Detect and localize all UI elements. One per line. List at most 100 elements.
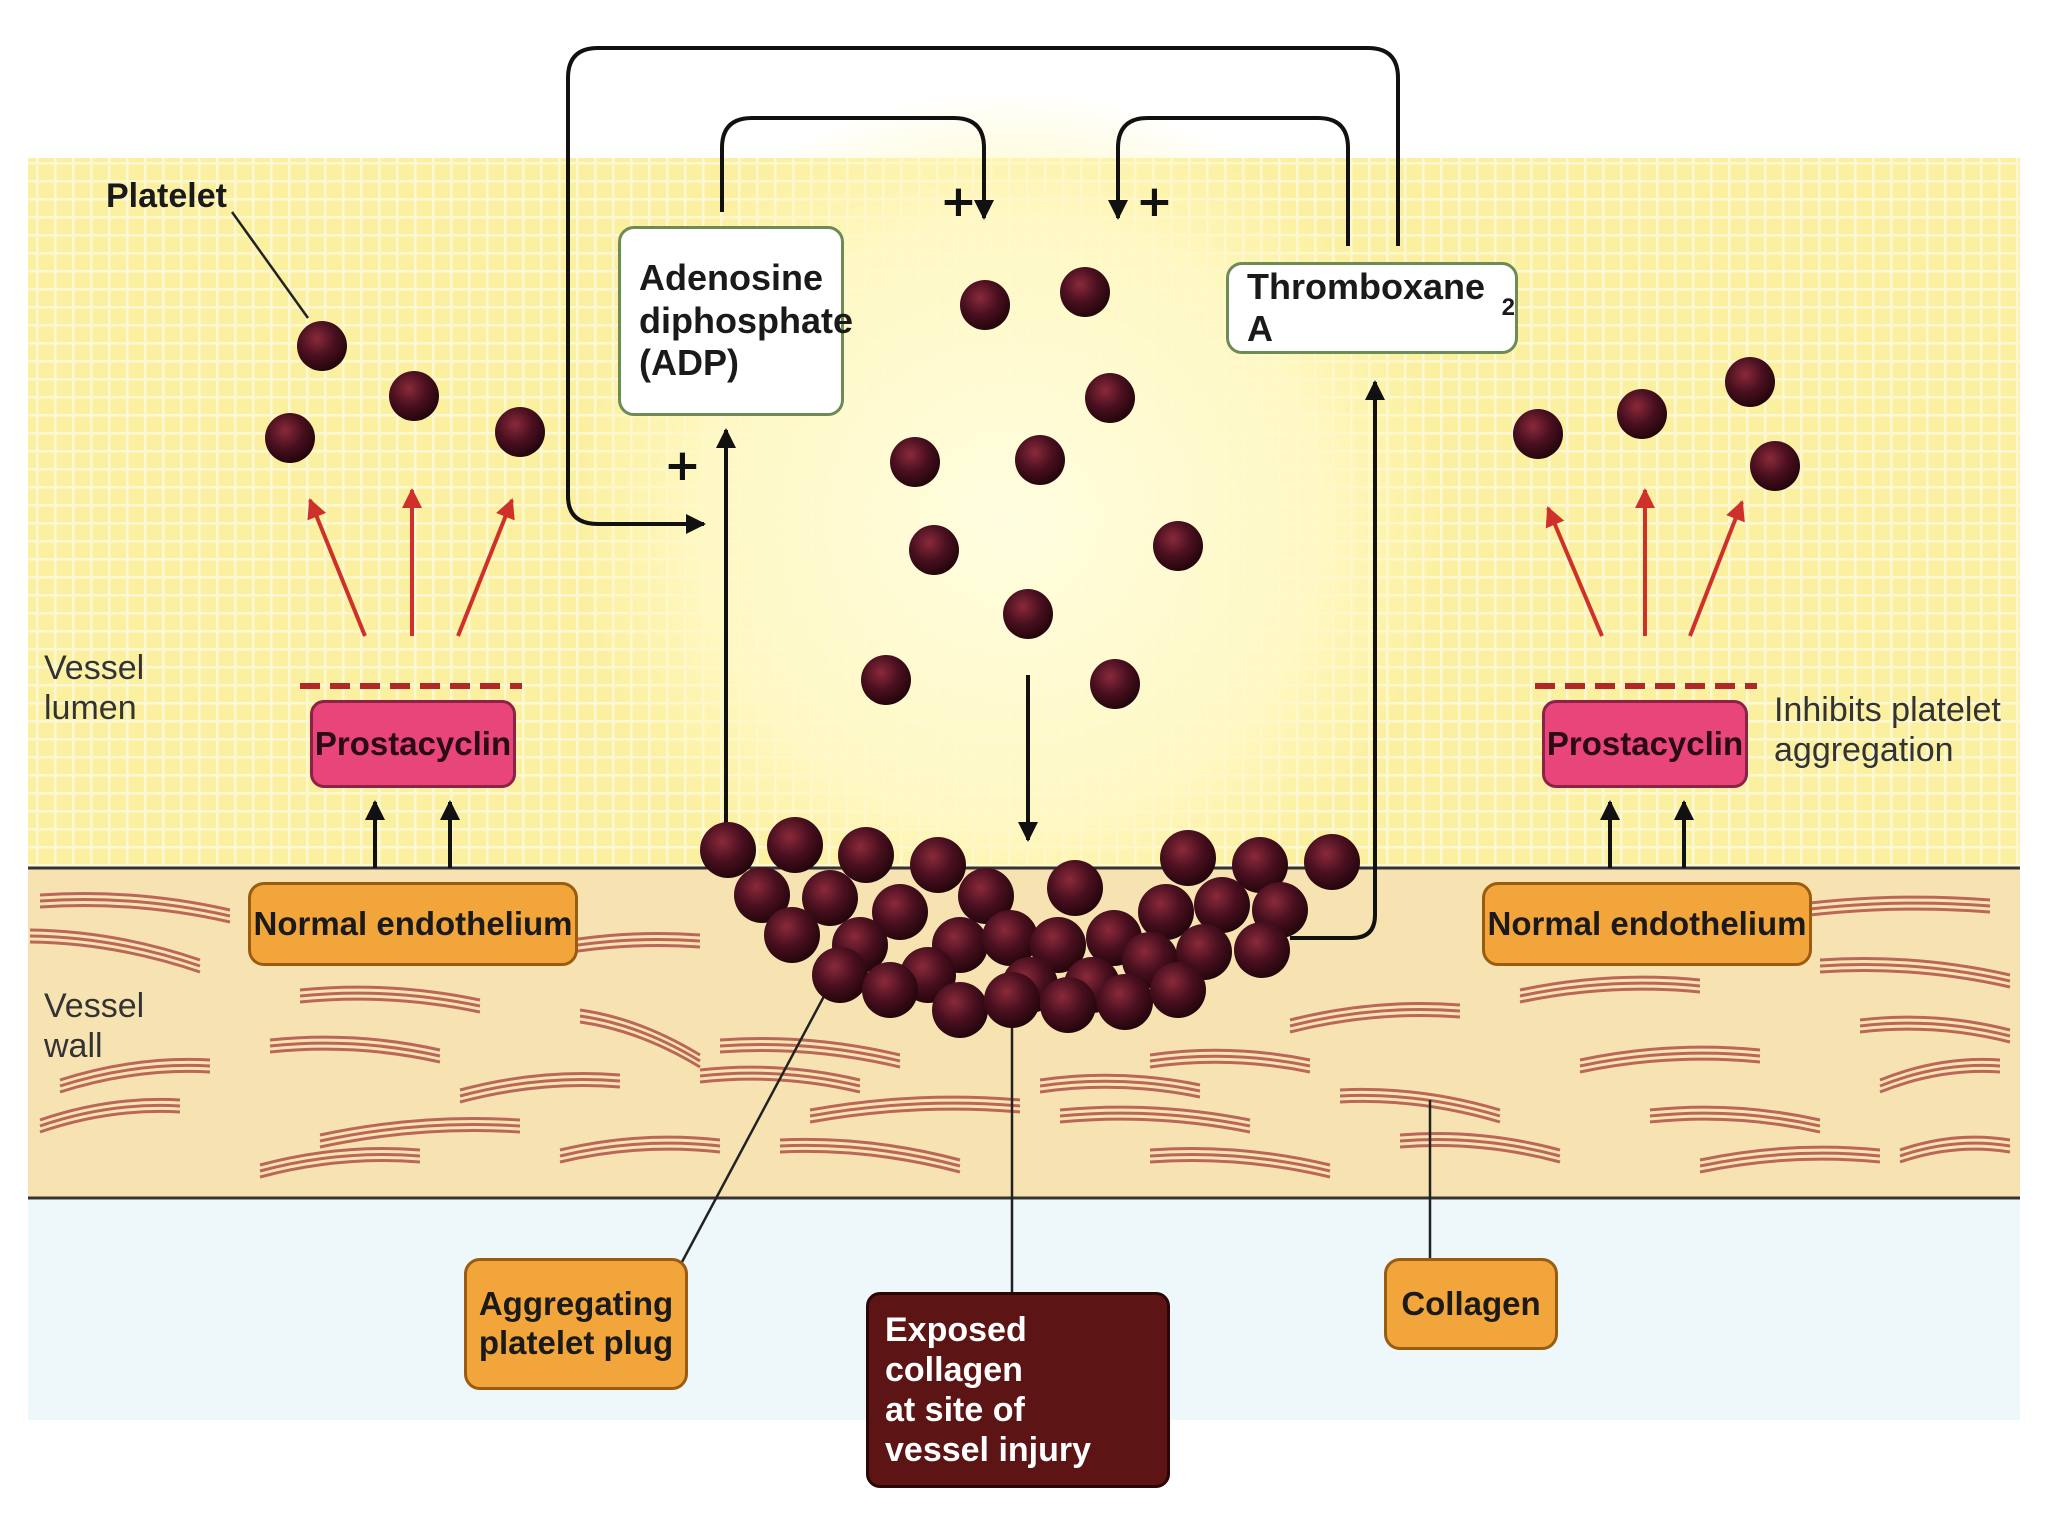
free-platelet: [1090, 659, 1140, 709]
collagen-fiber: [719, 1037, 901, 1057]
red-arrow-right-3: [1688, 500, 1745, 637]
free-platelets: [265, 267, 1800, 709]
aggregating-plug-platelets: [700, 817, 1360, 1038]
exposed-line1: Exposed collagen: [885, 1310, 1027, 1389]
red-arrow-left-3: [456, 498, 515, 637]
collagen-fiber: [1399, 1131, 1561, 1152]
plus-sign-top-right: +: [1136, 176, 1173, 227]
plug-platelet: [862, 962, 918, 1018]
prostacyclin-box-left: Prostacyclin: [310, 700, 516, 788]
collagen-fiber: [1519, 981, 1701, 998]
collagen-fiber: [1339, 1087, 1501, 1112]
adp-box: Adenosine diphosphate (ADP): [618, 226, 853, 416]
plug-platelet: [764, 907, 820, 963]
free-platelet: [861, 655, 911, 705]
collagen-fiber: [1899, 1135, 2011, 1152]
collagen-fiber: [319, 1123, 521, 1143]
collagen-fiber: [259, 1158, 421, 1179]
free-platelet: [495, 407, 545, 457]
collagen-fiber: [59, 1069, 211, 1094]
lumen-highlight: [570, 90, 1450, 950]
normal-endothelium-box-left: Normal endothelium: [248, 882, 578, 966]
collagen-fiber: [299, 991, 481, 1008]
free-platelet: [1617, 389, 1667, 439]
collagen-fiber: [559, 1147, 721, 1164]
collagen-fiber: [1859, 1015, 2011, 1032]
plug-platelet: [700, 822, 756, 878]
collagen-fiber: [809, 1095, 1021, 1112]
collagen-fiber: [299, 997, 481, 1014]
collagen-fiber: [1149, 1048, 1311, 1062]
plug-platelet: [767, 817, 823, 873]
free-platelet: [1015, 435, 1065, 485]
plug-platelet: [1030, 917, 1086, 973]
collagen-fiber: [269, 1047, 441, 1064]
plug-platelet: [958, 868, 1014, 924]
vessel-wall-label: Vessel wall: [44, 986, 144, 1066]
plug-platelet: [1304, 834, 1360, 890]
collagen-fiber: [1149, 1060, 1311, 1074]
plug-platelet: [1160, 830, 1216, 886]
plug-platelet: [1194, 877, 1250, 933]
collagen-fibers: [29, 892, 2011, 1179]
exposed-line2: at site of: [885, 1391, 1025, 1429]
collagen-fiber: [1859, 1021, 2011, 1038]
platelet-label: Platelet: [106, 177, 227, 215]
aggregating-pointer-line: [680, 984, 832, 1263]
free-platelet: [1750, 441, 1800, 491]
collagen-fiber: [59, 1057, 211, 1082]
free-platelet: [1003, 589, 1053, 639]
plug-platelet: [1138, 884, 1194, 940]
plug-platelet: [1234, 922, 1290, 978]
collagen-fiber: [299, 985, 481, 1002]
adp-feedback-loop: [720, 116, 994, 220]
collagen-fiber: [29, 934, 201, 968]
adp-line3: (ADP): [639, 342, 739, 384]
collagen-fiber: [1149, 1159, 1331, 1179]
free-platelet: [1513, 409, 1563, 459]
collagen-fiber: [809, 1107, 1021, 1124]
aggregating-line1: Aggregating: [478, 1285, 674, 1323]
free-platelet: [389, 371, 439, 421]
plug-platelet: [984, 972, 1040, 1028]
plus-sign-adp: +: [664, 440, 701, 491]
collagen-fiber: [1059, 1117, 1251, 1134]
collagen-fiber: [1899, 1141, 2011, 1158]
aggregating-line2: platelet plug: [478, 1324, 674, 1361]
collagen-fiber: [1339, 1093, 1501, 1118]
collagen-fiber: [1149, 1147, 1331, 1167]
aggregating-plug-box: Aggregating platelet plug: [464, 1258, 688, 1390]
plug-platelet: [838, 827, 894, 883]
collagen-fiber: [1699, 1151, 1881, 1168]
collagen-fiber: [1699, 1157, 1881, 1174]
exposed-line3: vessel injury: [885, 1431, 1092, 1470]
collagen-fiber: [1699, 1145, 1881, 1162]
collagen-fiber: [1819, 963, 2011, 983]
plug-platelet: [1150, 962, 1206, 1018]
collagen-fiber: [1879, 1063, 2001, 1088]
collagen-fiber: [459, 1083, 621, 1104]
collagen-fiber: [559, 1141, 721, 1158]
collagen-fiber: [1289, 1008, 1461, 1028]
inhibits-label-line1: Inhibits platelet: [1774, 691, 2001, 729]
collagen-fiber: [1149, 1054, 1311, 1068]
collagen-fiber: [39, 1097, 181, 1122]
collagen-fiber: [39, 892, 231, 912]
collagen-fiber: [559, 1135, 721, 1152]
free-platelet: [1153, 521, 1203, 571]
prostacyclin-box-right: Prostacyclin: [1542, 700, 1748, 788]
collagen-fiber: [1579, 1057, 1761, 1074]
plug-platelet: [812, 947, 868, 1003]
plug-platelet: [1097, 974, 1153, 1030]
vessel-lumen-label-line2: lumen: [44, 689, 137, 728]
collagen-fiber: [39, 904, 231, 924]
collagen-fiber: [319, 1129, 521, 1149]
collagen-fiber: [59, 1063, 211, 1088]
collagen-fiber: [699, 1065, 861, 1082]
free-platelet: [265, 413, 315, 463]
inhibits-aggregation-label: Inhibits platelet aggregation: [1774, 690, 2001, 770]
free-platelet: [1085, 373, 1135, 423]
inhibits-label-line2: aggregation: [1774, 731, 1954, 770]
